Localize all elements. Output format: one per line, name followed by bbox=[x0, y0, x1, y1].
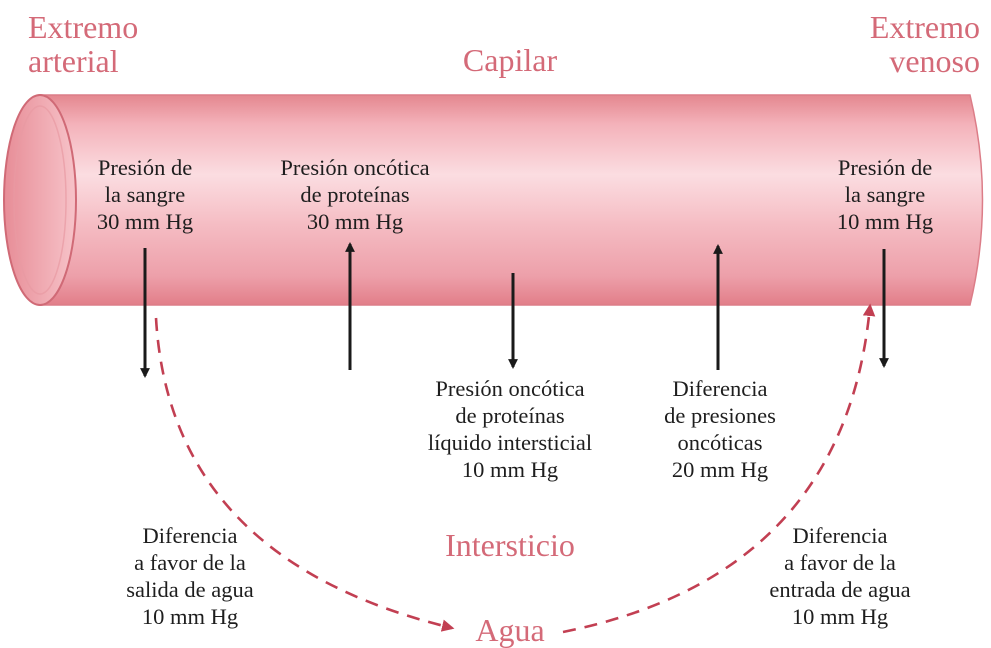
capillary-label: Capilar bbox=[410, 43, 610, 77]
inflow-difference-label: Diferencia a favor de la entrada de agua… bbox=[750, 522, 930, 630]
oncotic-difference-label: Diferencia de presiones oncóticas 20 mm … bbox=[640, 375, 800, 483]
interstitium-label-text: Intersticio bbox=[410, 528, 610, 562]
oncotic-difference-line-1: Diferencia bbox=[640, 375, 800, 402]
plasma-oncotic-pressure-line-1: Presión oncótica bbox=[255, 154, 455, 181]
arterial-blood-pressure-line-1: Presión de bbox=[70, 154, 220, 181]
oncotic-difference-line-2: de presiones bbox=[640, 402, 800, 429]
inflow-difference-line-1: Diferencia bbox=[750, 522, 930, 549]
oncotic-difference-line-4: 20 mm Hg bbox=[640, 456, 800, 483]
venous-blood-pressure-line-1: Presión de bbox=[810, 154, 960, 181]
arterial-blood-pressure-line-2: la sangre bbox=[70, 181, 220, 208]
plasma-oncotic-pressure-line-2: de proteínas bbox=[255, 181, 455, 208]
outflow-difference-line-1: Diferencia bbox=[100, 522, 280, 549]
oncotic-difference-line-3: oncóticas bbox=[640, 429, 800, 456]
inflow-difference-line-4: 10 mm Hg bbox=[750, 603, 930, 630]
interstitium-label: Intersticio bbox=[410, 528, 610, 562]
outflow-difference-label: Diferencia a favor de la salida de agua … bbox=[100, 522, 280, 630]
water-label: Agua bbox=[450, 613, 570, 647]
inflow-difference-line-2: a favor de la bbox=[750, 549, 930, 576]
plasma-oncotic-pressure-label: Presión oncótica de proteínas 30 mm Hg bbox=[255, 154, 455, 235]
outflow-difference-line-4: 10 mm Hg bbox=[100, 603, 280, 630]
interstitial-oncotic-pressure-line-1: Presión oncótica bbox=[410, 375, 610, 402]
arterial-blood-pressure-label: Presión de la sangre 30 mm Hg bbox=[70, 154, 220, 235]
inflow-difference-line-3: entrada de agua bbox=[750, 576, 930, 603]
water-label-text: Agua bbox=[450, 613, 570, 647]
venous-end-line-2: venoso bbox=[820, 44, 980, 78]
interstitial-oncotic-pressure-label: Presión oncótica de proteínas líquido in… bbox=[410, 375, 610, 483]
venous-blood-pressure-label: Presión de la sangre 10 mm Hg bbox=[810, 154, 960, 235]
outflow-difference-line-2: a favor de la bbox=[100, 549, 280, 576]
capillary-label-text: Capilar bbox=[410, 43, 610, 77]
venous-blood-pressure-line-3: 10 mm Hg bbox=[810, 208, 960, 235]
outflow-difference-line-3: salida de agua bbox=[100, 576, 280, 603]
plasma-oncotic-pressure-line-3: 30 mm Hg bbox=[255, 208, 455, 235]
arterial-blood-pressure-line-3: 30 mm Hg bbox=[70, 208, 220, 235]
venous-end-label: Extremo venoso bbox=[820, 10, 980, 78]
interstitial-oncotic-pressure-line-4: 10 mm Hg bbox=[410, 456, 610, 483]
interstitial-oncotic-pressure-line-3: líquido intersticial bbox=[410, 429, 610, 456]
venous-blood-pressure-line-2: la sangre bbox=[810, 181, 960, 208]
venous-end-line-1: Extremo bbox=[820, 10, 980, 44]
arterial-end-label: Extremo arterial bbox=[28, 10, 138, 78]
arterial-end-line-1: Extremo bbox=[28, 10, 138, 44]
interstitial-oncotic-pressure-line-2: de proteínas bbox=[410, 402, 610, 429]
arterial-end-line-2: arterial bbox=[28, 44, 138, 78]
